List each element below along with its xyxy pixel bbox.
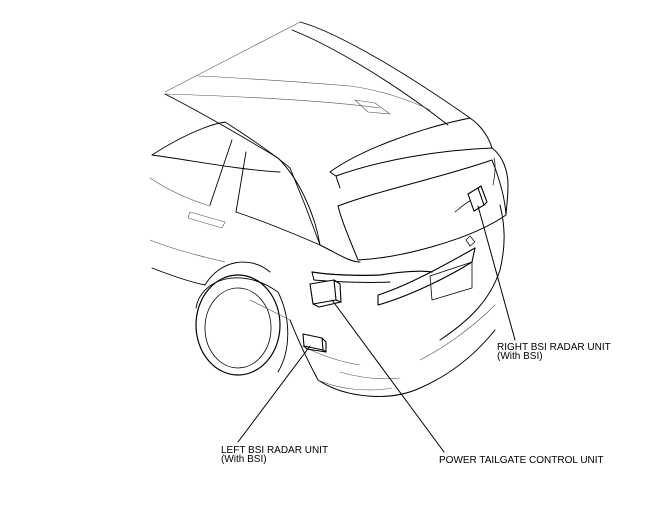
leader-line-left-bsi xyxy=(237,345,311,443)
vehicle-side xyxy=(149,93,321,286)
vehicle-roof xyxy=(164,21,471,126)
power-tailgate-control-unit-label: POWER TAILGATE CONTROL UNIT xyxy=(439,455,604,466)
tailgate-title: POWER TAILGATE CONTROL UNIT xyxy=(439,455,604,466)
rear-wheel xyxy=(195,274,289,376)
power-tailgate-control-unit-shape xyxy=(309,279,342,308)
leader-line-tailgate xyxy=(331,299,445,453)
right-bsi-title: RIGHT BSI RADAR UNIT xyxy=(497,342,611,353)
leader-lines xyxy=(237,205,516,453)
left-bsi-radar-unit-label: LEFT BSI RADAR UNIT (With BSI) xyxy=(221,445,329,465)
rear-spoiler xyxy=(329,117,493,189)
left-bsi-title: LEFT BSI RADAR UNIT xyxy=(221,445,329,456)
leader-line-right-bsi xyxy=(477,205,516,341)
right-bsi-radar-unit-label: RIGHT BSI RADAR UNIT (With BSI) xyxy=(497,342,611,362)
right-bsi-radar-unit-shape xyxy=(467,185,488,212)
right-bsi-note: (With BSI) xyxy=(497,351,543,362)
tailgate xyxy=(311,147,509,341)
left-bsi-note: (With BSI) xyxy=(221,454,267,465)
left-bsi-radar-unit-shape xyxy=(302,333,327,353)
